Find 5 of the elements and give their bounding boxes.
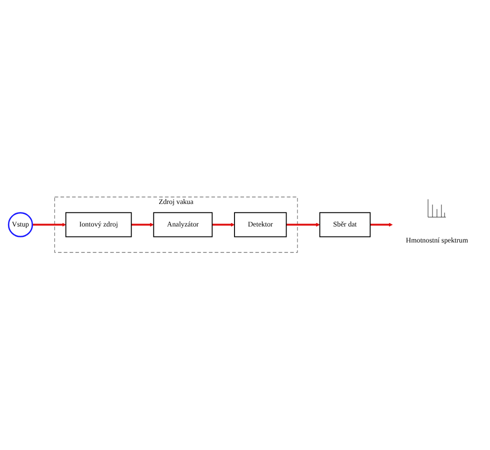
arrow: [32, 223, 66, 227]
arrow: [286, 223, 320, 227]
arrow: [370, 223, 393, 227]
arrow: [212, 223, 235, 227]
arrow: [131, 223, 154, 227]
